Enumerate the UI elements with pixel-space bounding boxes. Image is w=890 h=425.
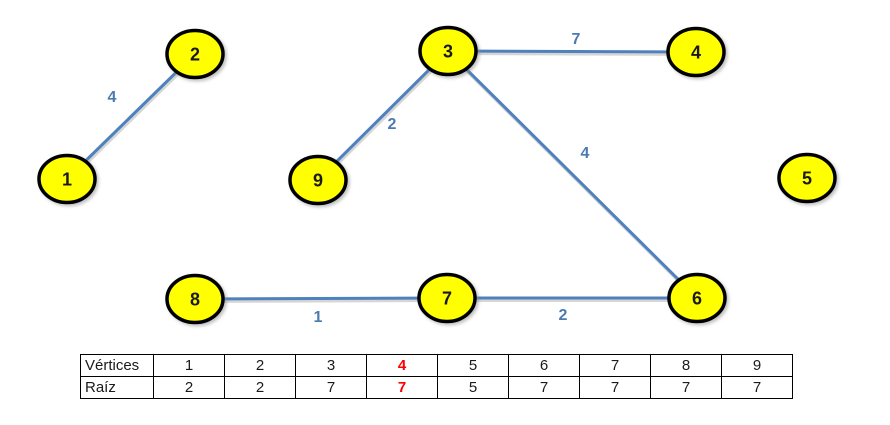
edge-8-7 [194,296,448,301]
node-label-2: 2 [190,45,200,65]
edge-3-4 [447,49,697,54]
node-circle-2 [165,28,225,80]
node-circle-9 [288,154,348,206]
graph-node-4: 4 [666,26,726,78]
node-label-7: 7 [442,289,452,309]
edge-3-6 [446,49,699,300]
table-cell-vertices-8: 8 [650,354,722,377]
node-label-3: 3 [443,42,453,62]
edge-shadow-1-2 [66,55,198,183]
row-header-vertices: Vértices [80,354,154,377]
node-circle-6 [667,272,727,324]
table-cell-raiz-5: 5 [437,376,509,399]
node-label-4: 4 [691,43,701,63]
table-cell-raiz-3: 7 [295,376,367,399]
edge-weight-3-6: 4 [581,145,590,162]
edge-weight-7-6: 2 [559,307,568,324]
edge-1-2 [65,52,197,181]
table-cell-vertices-6: 6 [508,354,580,377]
table-cell-raiz-9: 7 [721,376,793,399]
graph-node-1: 1 [37,153,97,205]
edge-weight-3-4: 7 [572,31,581,48]
graph-node-7: 7 [417,272,477,324]
table-cell-vertices-7: 7 [579,354,651,377]
edge-weight-9-3: 2 [388,116,397,133]
table-cell-vertices-4: 4 [366,354,438,377]
graph-node-8: 8 [165,273,225,325]
edge-shadow-3-4 [448,52,698,56]
table-cell-raiz-2: 2 [224,376,296,399]
node-circle-7 [417,272,477,324]
table-cell-raiz-6: 7 [508,376,580,399]
graph-node-9: 9 [288,154,348,206]
edges-layer: 4 7 2 4 1 2 [65,31,700,326]
table-cell-raiz-8: 7 [650,376,722,399]
node-label-9: 9 [313,171,323,191]
node-label-6: 6 [692,289,702,309]
node-circle-1 [37,153,97,205]
edge-shadow-9-3 [317,52,451,184]
table-cell-vertices-3: 3 [295,354,367,377]
edge-weight-8-7: 1 [314,309,323,326]
graph-node-5: 5 [777,152,837,204]
node-label-1: 1 [62,170,72,190]
node-circle-5 [777,152,837,204]
node-label-5: 5 [802,169,812,189]
node-circle-4 [666,26,726,78]
table-cell-vertices-5: 5 [437,354,509,377]
table-cell-raiz-7: 7 [579,376,651,399]
edge-weight-1-2: 4 [108,89,117,106]
row-header-raiz: Raíz [80,376,154,399]
graph-node-2: 2 [165,28,225,80]
graph-node-6: 6 [667,272,727,324]
node-label-8: 8 [190,290,200,310]
graph-node-3: 3 [418,25,478,77]
table-cell-raiz-4: 7 [366,376,438,399]
edge-shadow-8-7 [195,299,449,303]
table-cell-raiz-1: 2 [153,376,225,399]
node-circle-3 [418,25,478,77]
table-cell-vertices-1: 1 [153,354,225,377]
node-circle-8 [165,273,225,325]
edge-9-3 [316,49,450,182]
table-cell-vertices-2: 2 [224,354,296,377]
table-cell-vertices-9: 9 [721,354,793,377]
nodes-layer: 1 2 3 4 5 6 7 8 9 [37,25,837,325]
